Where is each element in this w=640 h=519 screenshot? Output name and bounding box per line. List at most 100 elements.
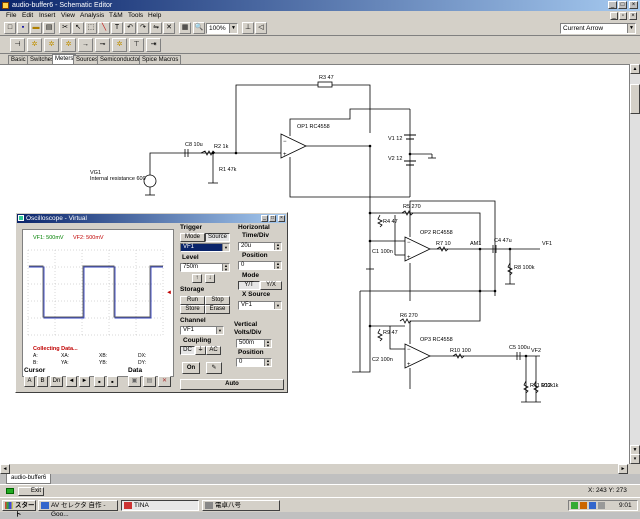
delete-icon[interactable]: ✕	[163, 22, 175, 34]
maximize-button[interactable]: □	[618, 1, 627, 9]
sheet-tab[interactable]: audio-buffer6	[6, 474, 52, 484]
voltmeter-icon[interactable]: ✲	[44, 38, 59, 52]
menu-file[interactable]: File	[6, 12, 17, 19]
save-icon[interactable]: ▪	[17, 22, 29, 34]
voltage-pin-icon[interactable]: →	[78, 38, 93, 52]
status-mode[interactable]: Exit	[18, 487, 44, 496]
cursor-b-button[interactable]: B	[37, 376, 48, 387]
tab-basic[interactable]: Basic	[8, 55, 29, 64]
menu-view[interactable]: View	[61, 12, 75, 19]
store-button[interactable]: Store	[180, 305, 205, 314]
trigger-rising-edge-button[interactable]: ↑	[192, 274, 202, 283]
auto-button[interactable]: Auto	[180, 379, 284, 390]
run-button[interactable]: Run	[180, 296, 205, 305]
symbol-icon[interactable]: ◁	[255, 22, 267, 34]
data-open-icon[interactable]: ▣	[128, 376, 141, 387]
start-button[interactable]: スタート	[2, 500, 36, 518]
mdi-close-button[interactable]: ×	[629, 12, 637, 20]
trigger-level-input[interactable]: 750m ▲▼	[180, 263, 230, 272]
mirror-icon[interactable]: ⇋	[150, 22, 162, 34]
coupling-ac-button[interactable]: AC	[206, 346, 221, 355]
pointer-mode-select[interactable]: Current Arrow ▼	[560, 23, 636, 34]
mdi-restore-button[interactable]: ▫	[619, 12, 627, 20]
channel-select[interactable]: VF1 ▼	[180, 326, 224, 335]
speaker-icon[interactable]	[598, 502, 605, 509]
vertical-scrollbar[interactable]: ▲ ▼ ▾	[629, 64, 640, 464]
spinner-icon[interactable]: ▲▼	[274, 243, 281, 250]
trigger-mode-button[interactable]: Mode	[180, 233, 205, 242]
mdi-minimize-button[interactable]: _	[610, 12, 618, 20]
volts-div-input[interactable]: 500m ▲▼	[236, 339, 272, 348]
menu-insert[interactable]: Insert	[39, 12, 56, 19]
oscilloscope-window[interactable]: Oscilloscope - Virtual _ □ × ◄ VF1: 500m…	[15, 212, 288, 393]
power-meter-icon[interactable]: ✲	[61, 38, 76, 52]
stop-button[interactable]: Stop	[205, 296, 230, 305]
erase-button[interactable]: Erase	[205, 305, 230, 314]
cursor-stop-button[interactable]: ■	[94, 376, 105, 387]
grid-icon[interactable]: ▦	[179, 22, 191, 34]
cursor-dn-button[interactable]: Dn	[50, 376, 63, 387]
rotate-left-icon[interactable]: ↶	[124, 22, 136, 34]
zoom-icon[interactable]: 🔍	[193, 22, 205, 34]
spinner-icon[interactable]: ▲▼	[264, 359, 271, 366]
h-position-input[interactable]: 0 ▲▼	[238, 261, 282, 270]
cursor-right-button[interactable]: ►	[79, 376, 90, 387]
probe-icon[interactable]: ✎	[206, 362, 222, 374]
minimize-button[interactable]: _	[608, 1, 617, 9]
cursor-a-button[interactable]: A	[24, 376, 35, 387]
spinner-icon[interactable]: ▲▼	[274, 262, 281, 269]
wire-icon[interactable]: ╲	[98, 22, 110, 34]
time-div-input[interactable]: 20u ▲▼	[238, 242, 282, 251]
scroll-left-icon[interactable]: ◄	[0, 464, 10, 474]
marker-icon[interactable]: ⊥	[242, 22, 254, 34]
task-calculator[interactable]: 電卓八号	[202, 500, 280, 511]
menu-tools[interactable]: Tools	[128, 12, 144, 19]
print-icon[interactable]: ▤	[43, 22, 55, 34]
zoom-select[interactable]: 100% ▼	[206, 23, 238, 34]
cursor-end-button[interactable]: ■	[107, 376, 118, 387]
cursor-left-button[interactable]: ◄	[66, 376, 77, 387]
trigger-falling-edge-button[interactable]: ↓	[205, 274, 215, 283]
wire-component-icon[interactable]: ⊣	[10, 38, 25, 52]
coupling-ground-button[interactable]: ⏚	[195, 346, 206, 355]
scroll-thumb[interactable]	[630, 84, 640, 114]
trigger-source-select[interactable]: VF1 ▼	[180, 243, 230, 252]
tray-icon[interactable]	[589, 502, 596, 509]
osc-maximize-button[interactable]: □	[269, 215, 276, 222]
new-file-icon[interactable]: □	[4, 22, 16, 34]
oscilloscope-title-bar[interactable]: Oscilloscope - Virtual _ □ ×	[17, 214, 286, 223]
menu-tm[interactable]: T&M	[109, 12, 123, 19]
spinner-icon[interactable]: ▲▼	[264, 340, 271, 347]
tray-icon[interactable]	[580, 502, 587, 509]
x-source-select[interactable]: VF1 ▼	[238, 301, 282, 310]
coupling-dc-button[interactable]: DC	[180, 346, 195, 355]
ground-icon[interactable]: ⊤	[129, 38, 144, 52]
rotate-right-icon[interactable]: ↷	[137, 22, 149, 34]
menu-analysis[interactable]: Analysis	[80, 12, 105, 19]
task-browser[interactable]: AV セレクタ 自作 - Goo...	[38, 500, 118, 518]
open-folder-icon[interactable]: ▬	[30, 22, 42, 34]
close-button[interactable]: ×	[629, 1, 638, 9]
trigger-source-button[interactable]: Source	[205, 233, 230, 242]
spinner-icon[interactable]: ▲▼	[222, 264, 229, 271]
menu-help[interactable]: Help	[148, 12, 162, 19]
current-arrow-icon[interactable]: ⊸	[95, 38, 110, 52]
v-position-input[interactable]: 0 ▲▼	[236, 358, 272, 367]
data-export-icon[interactable]: ✕	[158, 376, 171, 387]
text-tool-icon[interactable]: T	[111, 22, 123, 34]
ammeter-icon[interactable]: ✲	[27, 38, 42, 52]
channel-on-button[interactable]: On	[182, 362, 200, 374]
meter-icon[interactable]: ✲	[112, 38, 127, 52]
data-save-icon[interactable]: ▤	[143, 376, 156, 387]
cut-icon[interactable]: ✂	[59, 22, 71, 34]
osc-minimize-button[interactable]: _	[261, 215, 268, 222]
scroll-up-icon[interactable]: ▲	[630, 64, 640, 74]
scroll-right-icon[interactable]: ►	[618, 464, 628, 474]
pointer-icon[interactable]: ↖	[72, 22, 84, 34]
mode-yx-button[interactable]: Y/X	[260, 281, 282, 290]
terminal-icon[interactable]: ⇥	[146, 38, 161, 52]
select-area-icon[interactable]: ⬚	[85, 22, 97, 34]
tray-icon[interactable]	[571, 502, 578, 509]
tab-spice-macros[interactable]: Spice Macros	[139, 55, 182, 64]
osc-close-button[interactable]: ×	[278, 215, 285, 222]
